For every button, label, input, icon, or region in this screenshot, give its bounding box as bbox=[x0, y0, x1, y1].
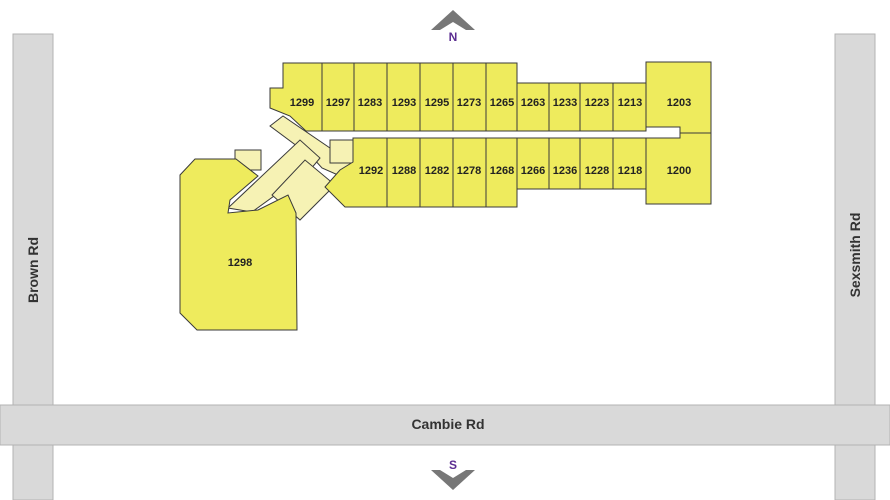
unit-label-1293: 1293 bbox=[392, 97, 416, 109]
unit-1273[interactable] bbox=[452, 62, 487, 132]
unit-1223[interactable] bbox=[579, 82, 614, 132]
unit-1233[interactable] bbox=[548, 82, 581, 132]
unit-label-1292: 1292 bbox=[359, 165, 383, 177]
unit-label-1233: 1233 bbox=[553, 97, 577, 109]
unit-1200[interactable] bbox=[645, 132, 712, 205]
unit-label-1298: 1298 bbox=[228, 257, 252, 269]
unit-label-1265: 1265 bbox=[490, 97, 514, 109]
floor-plan: 1298 1299 1297 1283 1293 1295 1273 1265 … bbox=[179, 61, 712, 331]
unit-label-1283: 1283 bbox=[358, 97, 382, 109]
road-label-sexsmith: Sexsmith Rd bbox=[847, 213, 863, 298]
south-arrow-icon bbox=[431, 470, 475, 490]
unit-1282[interactable] bbox=[419, 137, 454, 208]
unit-1263[interactable] bbox=[516, 82, 550, 132]
north-label: N bbox=[449, 30, 458, 44]
unit-label-1266: 1266 bbox=[521, 165, 545, 177]
unit-label-1213: 1213 bbox=[618, 97, 642, 109]
unit-label-1236: 1236 bbox=[553, 165, 577, 177]
unit-label-1297: 1297 bbox=[326, 97, 350, 109]
unit-label-1288: 1288 bbox=[392, 165, 416, 177]
unit-1268[interactable] bbox=[485, 137, 518, 208]
unit-1236[interactable] bbox=[548, 137, 581, 190]
unit-label-1263: 1263 bbox=[521, 97, 545, 109]
unit-1295[interactable] bbox=[419, 62, 454, 132]
corridor-entry-small bbox=[329, 139, 356, 164]
unit-label-1282: 1282 bbox=[425, 165, 449, 177]
unit-label-1268: 1268 bbox=[490, 165, 514, 177]
compass-north: N bbox=[431, 10, 475, 44]
north-arrow-icon bbox=[431, 10, 475, 30]
unit-1228[interactable] bbox=[579, 137, 614, 190]
unit-1218[interactable] bbox=[612, 137, 647, 190]
unit-1288[interactable] bbox=[386, 137, 421, 208]
unit-label-1223: 1223 bbox=[585, 97, 609, 109]
unit-1213[interactable] bbox=[612, 82, 647, 132]
road-label-brown: Brown Rd bbox=[25, 237, 41, 303]
unit-label-1228: 1228 bbox=[585, 165, 609, 177]
unit-label-1295: 1295 bbox=[425, 97, 449, 109]
compass-south: S bbox=[431, 458, 475, 490]
unit-label-1278: 1278 bbox=[457, 165, 481, 177]
unit-1283[interactable] bbox=[353, 62, 388, 132]
unit-1266[interactable] bbox=[516, 137, 550, 190]
unit-1293[interactable] bbox=[386, 62, 421, 132]
unit-label-1299: 1299 bbox=[290, 97, 314, 109]
unit-1278[interactable] bbox=[452, 137, 487, 208]
unit-label-1200: 1200 bbox=[667, 165, 691, 177]
unit-label-1203: 1203 bbox=[667, 97, 691, 109]
road-label-cambie: Cambie Rd bbox=[411, 416, 484, 432]
unit-label-1218: 1218 bbox=[618, 165, 642, 177]
south-label: S bbox=[449, 458, 457, 472]
unit-label-1273: 1273 bbox=[457, 97, 481, 109]
road-cambie bbox=[0, 404, 890, 446]
unit-1298[interactable] bbox=[179, 158, 298, 331]
